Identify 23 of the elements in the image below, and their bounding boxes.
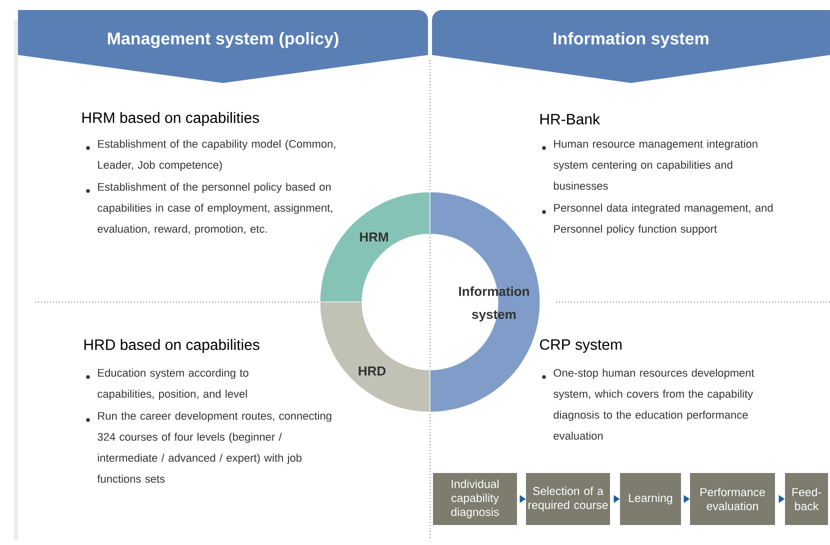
- process-box: Selection of a required course: [526, 473, 610, 525]
- section-heading: HR-Bank: [540, 113, 600, 124]
- section-heading: HRM based on capabilities: [82, 112, 260, 126]
- section-heading: CRP system: [540, 339, 622, 353]
- bullet-item: One-stop human resources development system, which covers from the capability diagnosis to the education performance evaluation: [542, 368, 754, 440]
- arrow: [610, 495, 620, 503]
- process-box: Learning: [620, 473, 681, 525]
- bullet-item: Education system according to capabilities, position, and level: [86, 368, 248, 400]
- arrow: [681, 495, 690, 503]
- bullet-item: Human resource management integration system centering on capabilities and businesses: [542, 140, 758, 190]
- bullet-item: Establishment of the capability model (Common, Leader, Job competence): [86, 140, 336, 171]
- bullet-item: Establishment of the personnel policy based on capabilities in case of employment, assignment, evaluation, reward, promotion, etc.: [86, 182, 332, 235]
- arrow: [517, 495, 526, 503]
- banner: Information system: [432, 10, 830, 83]
- process-box: Feed-back: [785, 473, 828, 525]
- process-box: Performance evaluation: [690, 473, 775, 525]
- bullet-item: Run the career development routes, connecting 324 courses of four levels (beginner / intermediate / advanced / expert) with job functions sets: [86, 412, 332, 483]
- bullet-item: Personnel data integrated management, and Personnel policy function support: [542, 204, 773, 235]
- section-heading: HRD based on capabilities: [84, 339, 260, 353]
- banner: Management system (policy): [18, 10, 428, 83]
- process-box: Individual capability diagnosis: [433, 473, 517, 525]
- ring-segment: HRD: [320, 302, 430, 412]
- arrow: [775, 495, 785, 503]
